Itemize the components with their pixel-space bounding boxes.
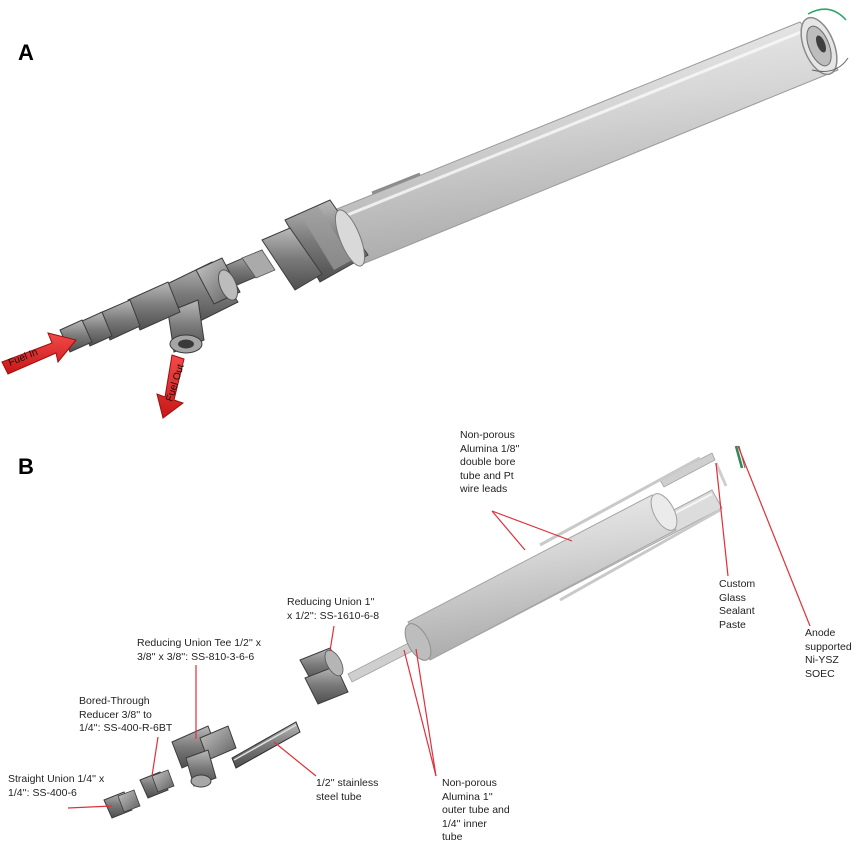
leader-bore-b	[491, 510, 526, 551]
leader-reducing-union	[329, 625, 335, 652]
leader-steel-tube	[273, 741, 317, 777]
leader-bore-a	[491, 510, 573, 542]
soec-cell	[734, 445, 746, 469]
reducing-union-tee-exploded	[171, 725, 237, 788]
glass-sealant-piece	[714, 462, 728, 487]
stainless-steel-tube-exploded	[231, 721, 301, 769]
reducing-union-tee-assembled	[164, 257, 241, 354]
leader-lines	[67, 445, 811, 809]
fuel-in-arrow: Fuel In	[1, 332, 77, 375]
alumina-main-tube-exploded	[404, 493, 678, 661]
inlet-fittings-assembled	[59, 281, 181, 353]
leader-anode	[737, 445, 811, 627]
double-bore-tube-exploded	[539, 456, 721, 602]
label-alumina-outer: Non-porous Alumina 1'' outer tube and 1/…	[442, 777, 510, 843]
panel-label-a: A	[18, 40, 34, 65]
leader-alumina-outer-b	[415, 648, 437, 777]
reducing-union-exploded	[299, 647, 349, 705]
bored-through-reducer-exploded	[139, 769, 175, 799]
leader-straight-union	[67, 805, 113, 809]
fuel-out-arrow: Fuel Out	[156, 354, 187, 419]
leader-alumina-outer-a	[403, 649, 437, 777]
label-reducing-union: Reducing Union 1'' x 1/2'': SS-1610-6-8	[287, 596, 380, 622]
label-bored-through: Bored-Through Reducer 3/8'' to 1/4'': SS…	[79, 695, 173, 734]
label-steel-tube: 1/2'' stainless steel tube	[316, 777, 379, 803]
panel-label-b: B	[18, 454, 34, 479]
label-anode: Anode supported Ni-YSZ SOEC	[805, 627, 852, 680]
straight-union-exploded	[103, 789, 141, 819]
alumina-outer-tube	[321, 8, 849, 266]
label-reducing-tee: Reducing Union Tee 1/2'' x 3/8'' x 3/8''…	[137, 637, 262, 663]
reducing-union-assembled	[261, 199, 369, 291]
label-glass-sealant: Custom Glass Sealant Paste	[719, 578, 756, 631]
label-alumina-bore: Non-porous Alumina 1/8'' double bore tub…	[460, 429, 520, 495]
leader-reducer	[151, 736, 159, 777]
leader-sealant	[715, 462, 729, 577]
label-straight-union: Straight Union 1/4'' x 1/4'': SS-400-6	[8, 773, 105, 799]
